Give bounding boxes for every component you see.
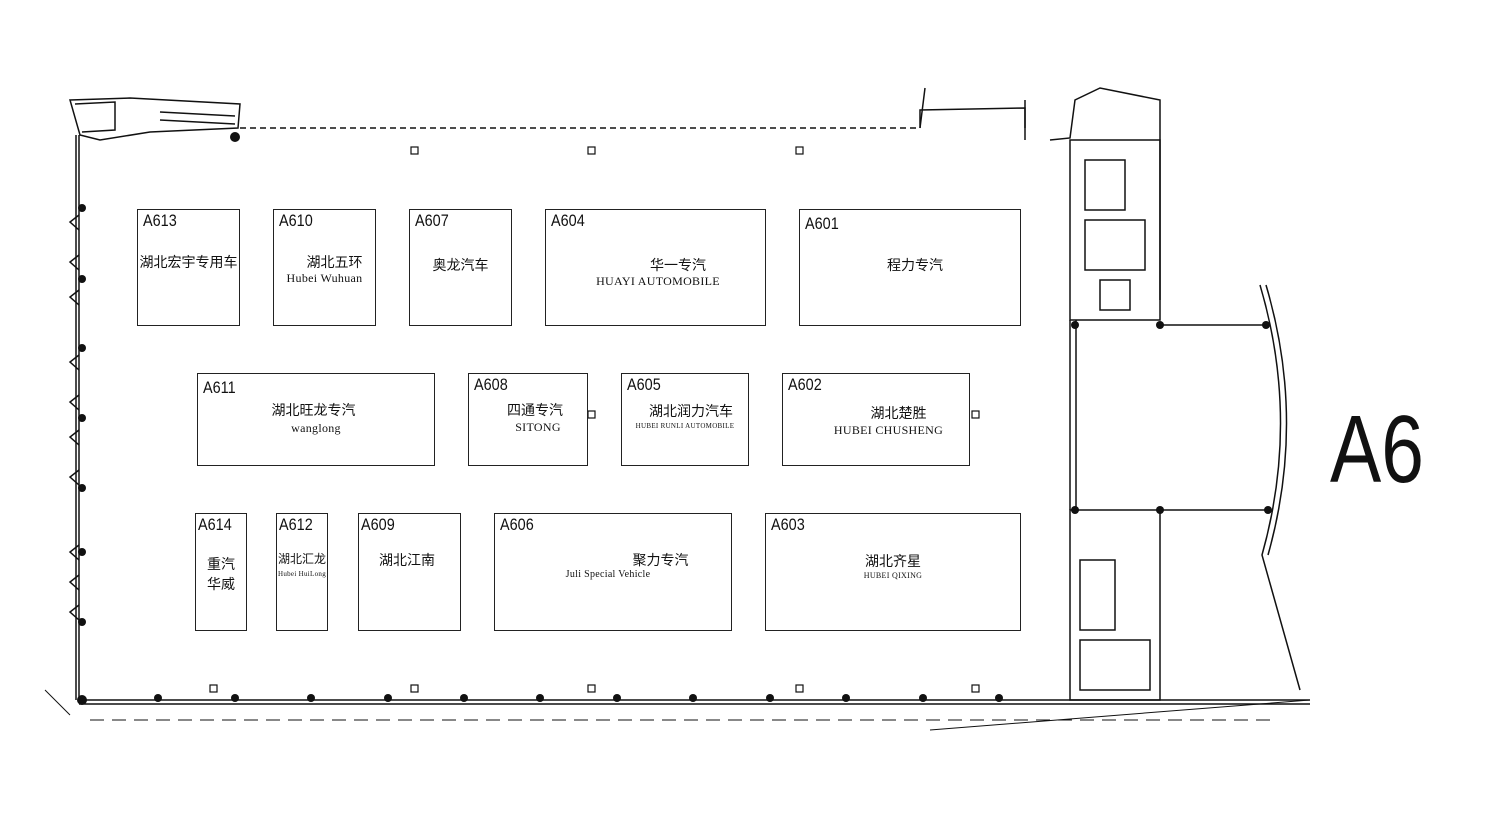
booth-id: A611 [203,378,236,397]
booth-id: A613 [143,211,177,230]
exhibitor-name: 湖北楚胜 [870,405,927,421]
exhibitor-name: 奥龙汽车 [432,257,489,273]
booth-a604[interactable]: A604 华一专汽 HUAYI AUTOMOBILE [545,209,766,326]
booth-a605[interactable]: A605 湖北润力汽车 HUBEI RUNLI AUTOMOBILE [621,373,749,466]
exhibitor-name: 湖北江南 [379,552,435,568]
booth-id: A609 [361,515,395,534]
booth-a607[interactable]: A607 奥龙汽车 [409,209,512,326]
booth-a611[interactable]: A611 湖北旺龙专汽 wanglong [197,373,435,466]
exhibitor-name: 聚力专汽 [632,552,689,568]
exhibitor-name-en: Hubei Wuhuan [286,271,363,285]
exhibitor-name-en: HUAYI AUTOMOBILE [596,274,720,288]
booth-id: A604 [551,211,585,230]
exhibitor-name: 华一专汽 [650,257,706,273]
booth-a613[interactable]: A613 湖北宏宇专用车 [137,209,240,326]
booth-id: A602 [788,375,822,394]
exhibitor-name-en: HUBEI CHUSHENG [833,423,944,437]
exhibitor-name: 湖北五环 [306,254,363,270]
exhibitor-name: 程力专汽 [887,257,943,273]
exhibitor-name: 重汽 [207,556,235,572]
booth-a608[interactable]: A608 四通专汽 SITONG [468,373,588,466]
exhibitor-name: 湖北旺龙专汽 [271,402,356,418]
exhibitor-name-en: wanglong [291,421,341,435]
booth-id: A612 [279,515,313,534]
exhibitor-name-en: Juli Special Vehicle [565,569,651,580]
booth-id: A606 [500,515,534,534]
exhibitor-name: 湖北宏宇专用车 [139,254,238,270]
booth-id: A608 [474,375,508,394]
exhibitor-name-line2: 华威 [207,576,235,592]
booth-a612[interactable]: A612 湖北汇龙 Hubei HuiLong [276,513,328,631]
booth-a601[interactable]: A601 程力专汽 [799,209,1021,326]
exhibitor-name-en: HUBEI RUNLI AUTOMOBILE [635,422,735,430]
booth-id: A605 [627,375,661,394]
booth-id: A607 [415,211,449,230]
booth-a602[interactable]: A602 湖北楚胜 HUBEI CHUSHENG [782,373,970,466]
exhibitor-name: 湖北齐星 [865,553,921,569]
booth-a603[interactable]: A603 湖北齐星 HUBEI QIXING [765,513,1021,631]
exhibitor-name: 四通专汽 [507,402,563,418]
booth-id: A603 [771,515,805,534]
booth-id: A601 [805,214,839,233]
booth-a606[interactable]: A606 聚力专汽 Juli Special Vehicle [494,513,732,631]
booth-a614[interactable]: A614 重汽 华威 [195,513,247,631]
exhibitor-name: 湖北润力汽车 [649,403,733,419]
exhibitor-name-en: HUBEI QIXING [863,571,923,580]
exhibitor-name-en: SITONG [515,420,561,434]
exhibitor-name: 湖北汇龙 [277,552,326,566]
hall-label: A6 [1330,396,1424,503]
exhibitor-name-en: Hubei HuiLong [277,570,327,578]
booth-id: A610 [279,211,313,230]
booth-id: A614 [198,515,232,534]
booth-a610[interactable]: A610 湖北五环 Hubei Wuhuan [273,209,376,326]
booth-a609[interactable]: A609 湖北江南 [358,513,461,631]
